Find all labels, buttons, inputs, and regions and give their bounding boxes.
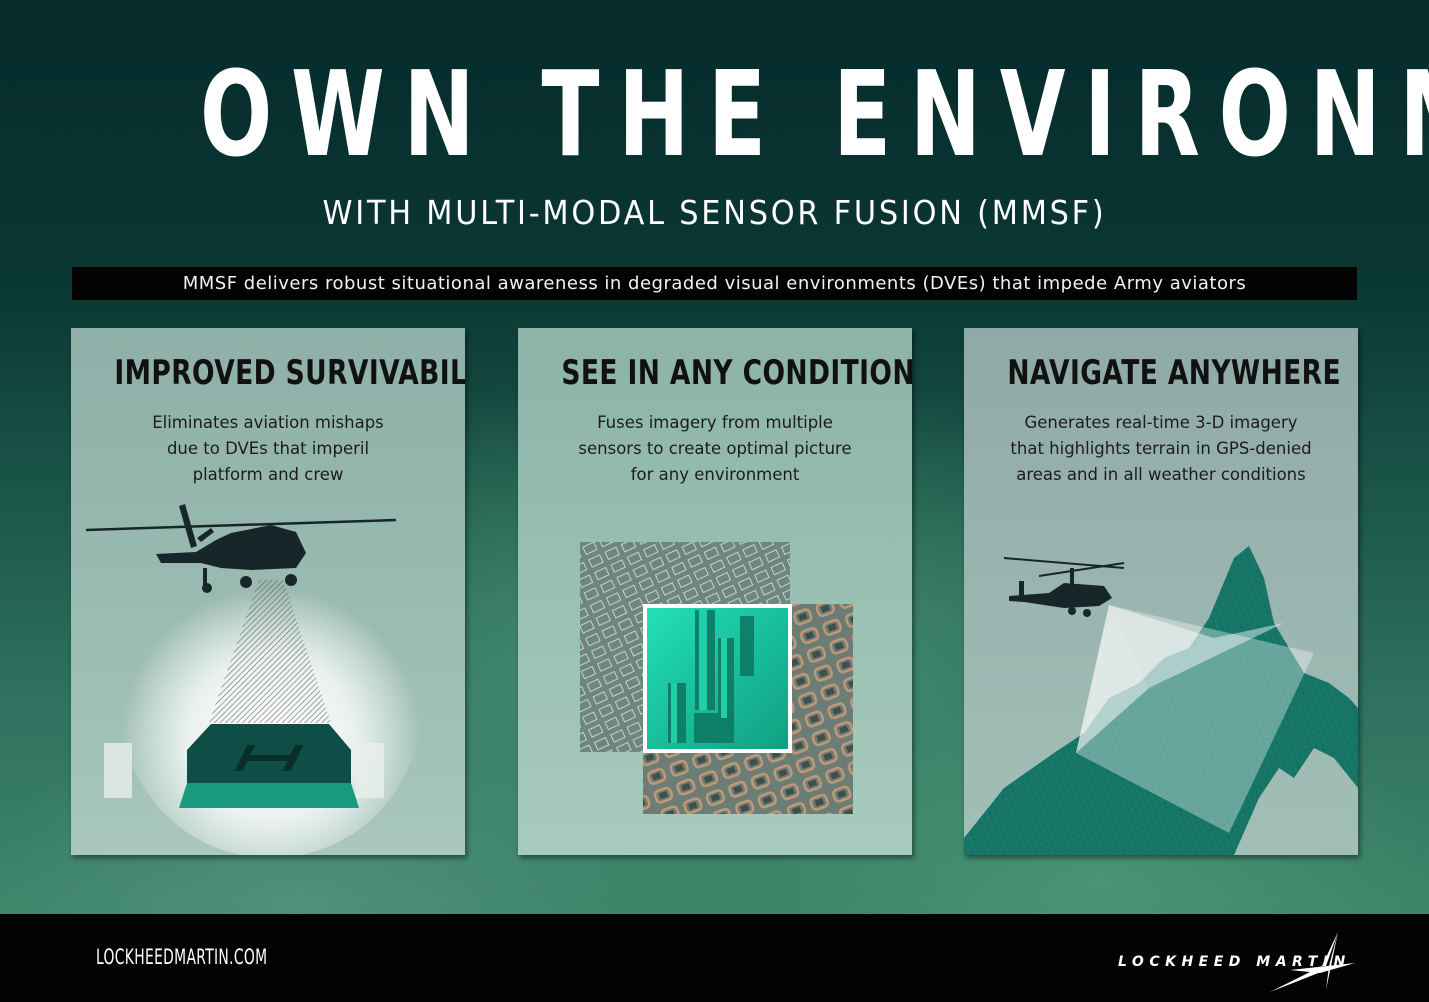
hero-subtitle: WITH MULTI-MODAL SENSOR FUSION (MMSF) [322, 193, 1107, 232]
panel-heading: SEE IN ANY CONDITION [561, 353, 912, 393]
mountain-terrain [964, 546, 1358, 855]
panel-body: Generates real-time 3-D imagery that hig… [964, 410, 1358, 488]
footer: LOCKHEEDMARTIN.COM LOCKHEED MARTIN [0, 914, 1429, 1002]
star-icon [1270, 932, 1355, 992]
attack-helicopter-icon [1003, 557, 1125, 617]
helicopter-icon [85, 504, 397, 593]
logo-wordmark: LOCKHEED MARTIN [1118, 954, 1351, 970]
panel-improved-survivability: IMPROVED SURVIVABILITY Eliminates aviati… [71, 328, 465, 855]
panel-body-line: sensors to create optimal picture [578, 439, 852, 458]
panel-body-line: areas and in all weather conditions [1016, 465, 1306, 484]
panel-body-line: due to DVEs that imperil [166, 439, 370, 458]
panel-navigate-anywhere: NAVIGATE ANYWHERE Generates real-time 3-… [964, 328, 1358, 855]
helipad [187, 724, 351, 783]
panel-body: Eliminates aviation mishaps due to DVEs … [71, 410, 465, 488]
helicopter-helipad-illustration [85, 504, 421, 855]
panel-body-line: Fuses imagery from multiple [597, 413, 833, 432]
panel-body-line: for any environment [630, 465, 800, 484]
panel-heading: NAVIGATE ANYWHERE [1007, 353, 1341, 393]
panel-body: Fuses imagery from multiple sensors to c… [518, 410, 912, 488]
panel-body-line: Generates real-time 3-D imagery [1024, 413, 1298, 432]
panel-body-line: platform and crew [192, 465, 344, 484]
panel-see-in-any-condition: SEE IN ANY CONDITION Fuses imagery from … [518, 328, 912, 855]
sensor-fusion-illustration [580, 542, 853, 814]
terrain-scan-illustration [964, 546, 1358, 855]
website-link[interactable]: LOCKHEEDMARTIN.COM [96, 945, 268, 969]
panel-body-line: Eliminates aviation mishaps [152, 413, 384, 432]
panel-body-line: that highlights terrain in GPS-denied [1010, 439, 1312, 458]
tagline-bar: MMSF delivers robust situational awarene… [72, 267, 1357, 300]
panel-heading: IMPROVED SURVIVABILITY [114, 353, 465, 393]
hero-title: OWN THE ENVIRONMENT [200, 45, 1429, 183]
lockheed-martin-logo: LOCKHEED MARTIN [1110, 930, 1370, 1000]
helipad-h-icon [234, 745, 304, 771]
sensor-beam [209, 580, 331, 723]
